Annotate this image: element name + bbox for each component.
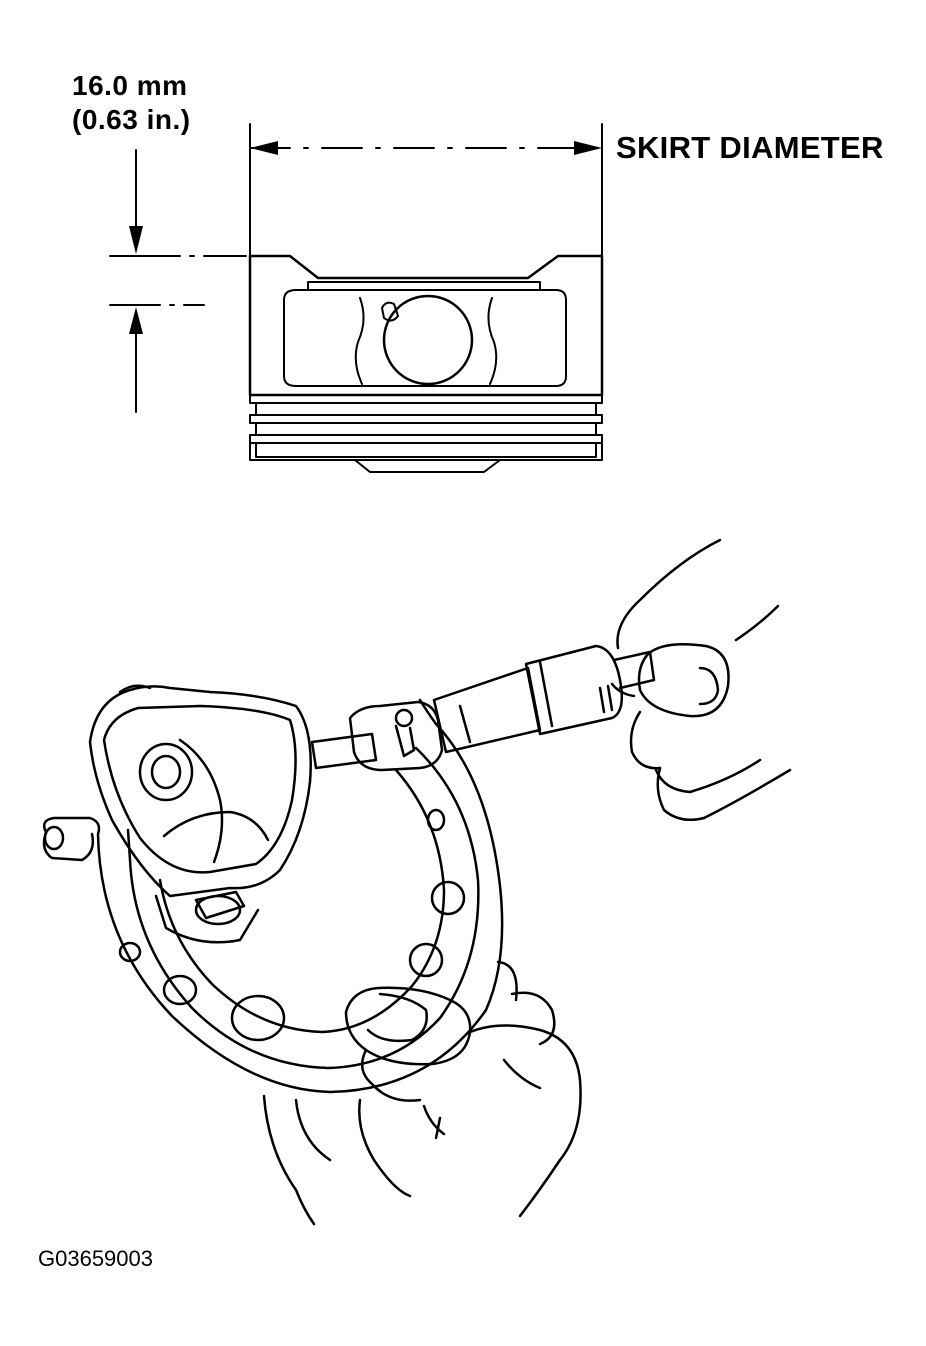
skirt-diameter-dimension — [249, 123, 603, 257]
figure-id: G03659003 — [38, 1246, 153, 1271]
left-hand — [262, 960, 582, 1226]
distance-mm-label: 16.0 mm — [72, 70, 188, 101]
micrometer — [42, 644, 656, 1094]
skirt-distance-dimension — [109, 149, 247, 413]
skirt-diameter-label: SKIRT DIAMETER — [616, 130, 884, 165]
right-hand — [610, 538, 792, 821]
distance-in-label: (0.63 in.) — [72, 104, 191, 135]
piston-in-micrometer — [88, 684, 312, 944]
piston-side-view — [248, 254, 604, 473]
